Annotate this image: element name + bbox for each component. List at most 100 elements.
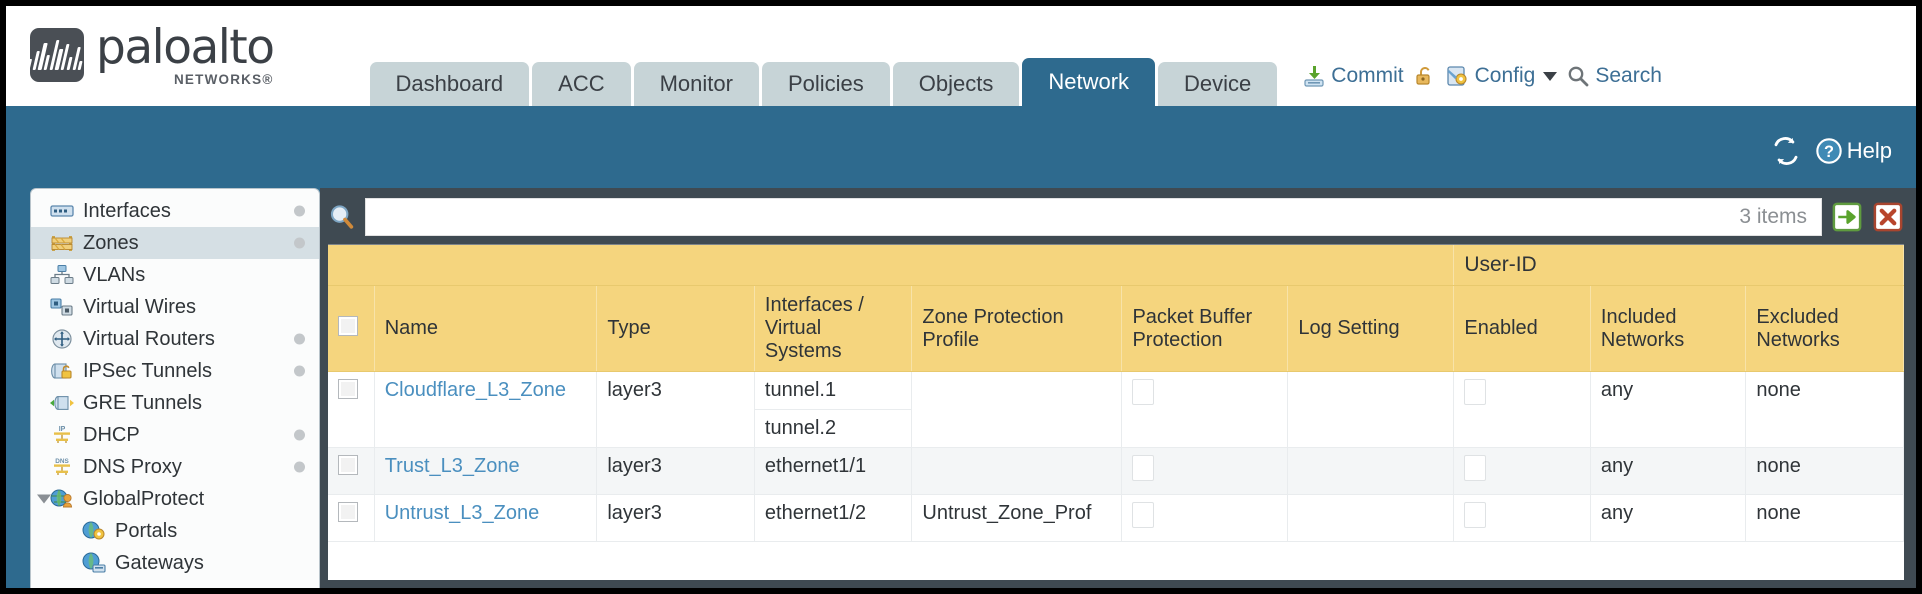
table-row[interactable]: Cloudflare_L3_Zone layer3 tunnel.1 tunne… <box>328 371 1904 448</box>
commit-button[interactable]: Commit <box>1302 64 1404 88</box>
cell-name[interactable]: Untrust_L3_Zone <box>374 494 598 542</box>
sidebar-item-gateways[interactable]: Gateways <box>31 547 319 579</box>
cell-userid-enabled[interactable] <box>1453 494 1591 542</box>
config-icon <box>1446 66 1467 86</box>
row-checkbox[interactable] <box>338 379 358 399</box>
cell-zone-protection-profile: Untrust_Zone_Prof <box>911 494 1123 542</box>
items-count: 3 items <box>1739 205 1807 228</box>
zone-name-link[interactable]: Untrust_L3_Zone <box>384 502 540 524</box>
tab-device[interactable]: Device <box>1158 62 1278 106</box>
column-header-zone-protection-profile[interactable]: Zone Protection Profile <box>911 285 1123 372</box>
row-checkbox[interactable] <box>338 502 358 522</box>
sidebar-item-virtual-routers[interactable]: Virtual Routers <box>31 323 319 355</box>
sidebar-label: DHCP <box>83 423 140 446</box>
sidebar-item-interfaces[interactable]: Interfaces <box>31 195 319 227</box>
table-row[interactable]: Untrust_L3_Zone layer3 ethernet1/2 Untru… <box>328 494 1904 542</box>
userid-enabled-checkbox[interactable] <box>1464 502 1487 528</box>
column-header-interfaces[interactable]: Interfaces / Virtual Systems <box>754 285 913 372</box>
column-header-name[interactable]: Name <box>374 285 598 372</box>
brand-logo[interactable]: paloalto NETWORKS® <box>30 24 275 87</box>
clear-filter-button[interactable] <box>1872 201 1904 233</box>
tab-monitor[interactable]: Monitor <box>633 62 759 106</box>
search-icon <box>1568 66 1589 87</box>
caret-down-icon[interactable] <box>37 494 51 504</box>
column-header-included-networks[interactable]: Included Networks <box>1590 285 1747 372</box>
search-field[interactable]: 3 items <box>365 198 1822 236</box>
zones-icon <box>51 236 73 251</box>
zones-table: User-ID Name Type Interfaces / Virtual S… <box>328 245 1904 542</box>
config-label: Config <box>1474 64 1536 87</box>
cell-name[interactable]: Cloudflare_L3_Zone <box>374 371 598 448</box>
top-bar: paloalto NETWORKS® Dashboard ACC Monitor… <box>6 6 1916 106</box>
content-panel: 3 items <box>320 188 1916 588</box>
interface-entry: tunnel.1 <box>754 372 912 410</box>
table-row[interactable]: Trust_L3_Zone layer3 ethernet1/1 any <box>328 447 1904 495</box>
sidebar-label: IPSec Tunnels <box>83 359 212 382</box>
globalprotect-icon <box>50 489 73 508</box>
tab-policies[interactable]: Policies <box>761 62 890 106</box>
sidebar-item-dns-proxy[interactable]: DNS DNS Proxy <box>31 451 319 483</box>
search-button[interactable]: Search <box>1566 64 1662 88</box>
tab-dashboard[interactable]: Dashboard <box>369 62 530 106</box>
chevron-down-icon[interactable] <box>1543 71 1558 81</box>
sidebar-item-portals[interactable]: Portals <box>31 515 319 547</box>
sidebar-item-gre-tunnels[interactable]: GRE Tunnels <box>31 387 319 419</box>
search-label: Search <box>1595 64 1662 87</box>
select-all-checkbox[interactable] <box>338 315 358 336</box>
cell-zone-protection-profile <box>911 371 1123 448</box>
svg-text:DNS: DNS <box>55 458 69 465</box>
cell-packet-buffer-protection[interactable] <box>1121 447 1289 495</box>
lock-icon[interactable] <box>1413 64 1437 88</box>
column-header-packet-buffer-protection[interactable]: Packet Buffer Protection <box>1121 285 1289 372</box>
cell-packet-buffer-protection[interactable] <box>1121 371 1289 448</box>
sidebar-item-virtual-wires[interactable]: Virtual Wires <box>31 291 319 323</box>
cell-userid-enabled[interactable] <box>1453 447 1591 495</box>
zone-name-link[interactable]: Trust_L3_Zone <box>384 455 520 477</box>
cell-interfaces: ethernet1/1 <box>754 447 913 495</box>
sidebar-item-dhcp[interactable]: IP DHCP <box>31 419 319 451</box>
cell-type: layer3 <box>596 447 755 495</box>
gre-tunnels-icon <box>50 396 74 410</box>
cell-userid-enabled[interactable] <box>1453 371 1591 448</box>
dhcp-icon: IP <box>54 426 70 443</box>
search-icon <box>330 205 354 229</box>
column-header-userid-enabled[interactable]: Enabled <box>1453 285 1591 372</box>
userid-enabled-checkbox[interactable] <box>1464 455 1487 481</box>
packet-buffer-protection-checkbox[interactable] <box>1132 502 1155 528</box>
column-header-type[interactable]: Type <box>596 285 755 372</box>
row-select-cell[interactable] <box>328 371 375 448</box>
select-all-header[interactable] <box>328 285 375 372</box>
packet-buffer-protection-checkbox[interactable] <box>1132 379 1155 405</box>
table-group-header-row: User-ID <box>328 245 1904 286</box>
commit-icon <box>1304 66 1324 87</box>
sidebar-item-vlans[interactable]: VLANs <box>31 259 319 291</box>
sidebar-item-globalprotect[interactable]: GlobalProtect <box>31 483 319 515</box>
packet-buffer-protection-checkbox[interactable] <box>1132 455 1155 481</box>
cell-log-setting <box>1287 371 1455 448</box>
svg-text:IP: IP <box>59 426 66 433</box>
search-input[interactable] <box>380 199 1730 235</box>
vlans-icon <box>50 265 74 284</box>
row-select-cell[interactable] <box>328 494 375 542</box>
sidebar-item-ipsec-tunnels[interactable]: IPSec Tunnels <box>31 355 319 387</box>
help-button[interactable]: ? Help <box>1815 137 1892 165</box>
sidebar-item-zones[interactable]: Zones <box>31 227 319 259</box>
tab-objects[interactable]: Objects <box>892 62 1020 106</box>
config-button[interactable]: Config <box>1446 64 1558 88</box>
zone-name-link[interactable]: Cloudflare_L3_Zone <box>384 379 566 401</box>
userid-enabled-checkbox[interactable] <box>1464 379 1487 405</box>
refresh-icon[interactable] <box>1771 136 1801 166</box>
cell-packet-buffer-protection[interactable] <box>1121 494 1289 542</box>
column-header-excluded-networks[interactable]: Excluded Networks <box>1745 285 1904 372</box>
apply-filter-button[interactable] <box>1831 201 1863 233</box>
sidebar-label: DNS Proxy <box>83 455 182 478</box>
cell-log-setting <box>1287 494 1455 542</box>
cell-type: layer3 <box>596 494 755 542</box>
column-header-log-setting[interactable]: Log Setting <box>1287 285 1455 372</box>
row-checkbox[interactable] <box>338 455 358 475</box>
tab-acc[interactable]: ACC <box>532 62 631 106</box>
cell-name[interactable]: Trust_L3_Zone <box>374 447 598 495</box>
row-select-cell[interactable] <box>328 447 375 495</box>
cell-excluded-networks: none <box>1745 494 1904 542</box>
tab-network[interactable]: Network <box>1022 58 1156 106</box>
